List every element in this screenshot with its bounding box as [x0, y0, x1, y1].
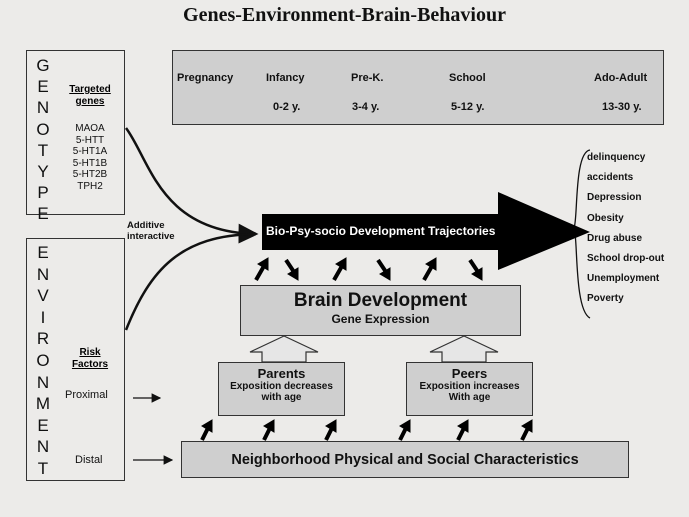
- stage-label: Ado-Adult: [594, 72, 648, 84]
- peers-line1: Exposition increases: [419, 381, 520, 392]
- parents-line1: Exposition decreases: [230, 381, 333, 392]
- targeted-genes-heading-line2: genes: [75, 96, 105, 107]
- environment-letter: E: [37, 243, 49, 262]
- parents-line2: with age: [261, 392, 302, 403]
- outcome-item: Poverty: [587, 293, 624, 305]
- gene-item: TPH2: [77, 180, 103, 192]
- up-arrow: [456, 419, 469, 441]
- outcome-item: Drug abuse: [587, 232, 643, 244]
- gene-item: 5-HT1B: [72, 157, 108, 169]
- up-arrow: [254, 257, 269, 281]
- outcome-item: School drop-out: [587, 252, 665, 264]
- outcome-item: delinquency: [587, 152, 646, 163]
- environment-letter: M: [35, 394, 51, 414]
- stage-age: 0-2 y.: [273, 101, 301, 113]
- targeted-genes-heading: Targeted genes: [59, 84, 121, 108]
- genotype-box: G E N O T Y P E Targeted genes MAOA 5-HT…: [26, 50, 125, 222]
- additive-interactive-label: Additive interactive: [127, 220, 175, 242]
- outcome-item: Depression: [587, 192, 642, 204]
- environment-letter: V: [37, 286, 49, 306]
- up-arrow: [520, 419, 533, 441]
- brain-title: Brain Development: [293, 290, 468, 311]
- genotype-letter: E: [37, 204, 49, 224]
- page-title: Genes-Environment-Brain-Behaviour: [183, 4, 506, 26]
- genotype-letter: Y: [37, 161, 49, 181]
- up-arrow: [262, 419, 275, 441]
- environment-box: E N V I R O N M E N T Risk Factors Proxi…: [26, 238, 125, 481]
- up-arrow: [398, 419, 411, 441]
- risk-factors-heading-line2: Factors: [71, 359, 109, 370]
- genotype-letter: N: [36, 98, 50, 118]
- brain-subtitle: Gene Expression: [331, 312, 430, 326]
- outcome-item: accidents: [587, 172, 634, 184]
- peers-box: Peers Exposition increases With age: [406, 362, 533, 416]
- outcome-item: Obesity: [587, 212, 624, 224]
- up-arrow: [200, 419, 213, 441]
- additive-label-line2: interactive: [127, 231, 175, 242]
- genotype-letter: G: [36, 56, 50, 75]
- down-arrow: [376, 258, 391, 281]
- stage-label: Pregnancy: [177, 72, 234, 84]
- environment-curve: [124, 232, 257, 331]
- targeted-genes-heading-line1: Targeted: [69, 84, 111, 95]
- up-arrow: [324, 419, 337, 441]
- parents-title: Parents: [257, 366, 306, 381]
- genotype-letters: G E N O T Y P E: [34, 57, 52, 222]
- neighborhood-box: Neighborhood Physical and Social Charact…: [181, 441, 629, 478]
- environment-letter: N: [36, 264, 50, 284]
- environment-letter: I: [40, 307, 46, 327]
- outcome-item: Unemployment: [587, 273, 660, 285]
- outcome-list: delinquency accidents Depression Obesity…: [587, 152, 664, 314]
- brain-development-box: Brain Development Gene Expression: [240, 285, 521, 336]
- gene-list: MAOA 5-HTT 5-HT1A 5-HT1B 5-HT2B TPH2: [59, 123, 121, 192]
- stage-label: School: [449, 72, 486, 84]
- trajectory-label: Bio-Psy-socio Development Trajectories: [266, 224, 496, 238]
- additive-label-line1: Additive: [127, 220, 165, 231]
- gene-item: 5-HTT: [75, 134, 105, 146]
- environment-letter: N: [36, 372, 50, 392]
- proximal-label: Proximal: [65, 389, 108, 401]
- gene-item: 5-HT1A: [72, 146, 108, 157]
- environment-letter: T: [37, 458, 49, 478]
- parents-up-arrow: [249, 335, 319, 363]
- timeline-box: Pregnancy Infancy Pre-K. School Ado-Adul…: [172, 50, 664, 125]
- environment-letter: O: [36, 350, 50, 370]
- risk-factors-heading-line1: Risk: [79, 347, 101, 358]
- stage-label: Infancy: [266, 72, 305, 84]
- genotype-letter: T: [37, 140, 49, 160]
- neighborhood-label: Neighborhood Physical and Social Charact…: [231, 452, 579, 468]
- stage-age: 13-30 y.: [602, 101, 642, 113]
- environment-letter: N: [36, 437, 50, 457]
- peers-up-arrow: [429, 335, 499, 363]
- genotype-letter: O: [36, 119, 50, 139]
- genotype-letter: E: [37, 77, 49, 97]
- down-arrow: [284, 258, 299, 281]
- genotype-curve: [124, 127, 259, 244]
- stage-age: 3-4 y.: [352, 101, 380, 113]
- trajectory-arrow: [262, 192, 590, 270]
- gene-item: 5-HT2B: [72, 169, 108, 180]
- gene-item: MAOA: [75, 123, 105, 134]
- parents-box: Parents Exposition decreases with age: [218, 362, 345, 416]
- risk-factors-heading: Risk Factors: [63, 347, 117, 371]
- stage-age: 5-12 y.: [451, 101, 485, 113]
- stage-label: Pre-K.: [351, 72, 384, 84]
- down-arrow: [468, 258, 483, 281]
- up-arrow: [332, 257, 347, 281]
- environment-letter: E: [37, 415, 49, 435]
- peers-line2: With age: [448, 392, 491, 403]
- distal-label: Distal: [75, 454, 103, 466]
- up-arrow: [422, 257, 437, 281]
- environment-letters: E N V I R O N M E N T: [34, 244, 52, 477]
- environment-letter: R: [36, 329, 50, 349]
- genotype-letter: P: [37, 183, 49, 203]
- peers-title: Peers: [451, 366, 488, 381]
